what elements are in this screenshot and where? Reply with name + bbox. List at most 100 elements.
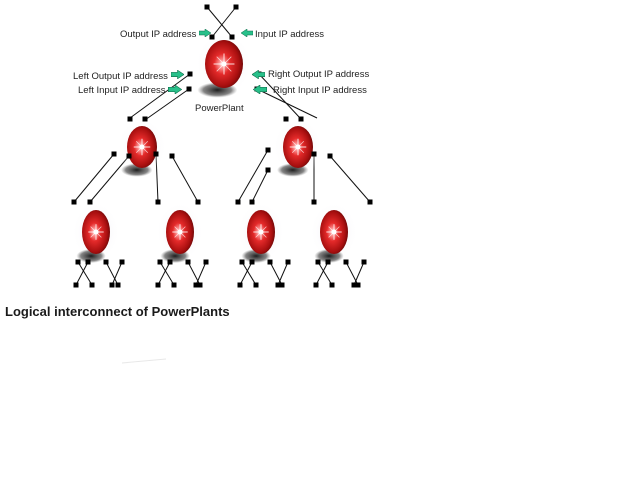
- diagram-caption: Logical interconnect of PowerPlants: [5, 304, 230, 319]
- square-port-icon: [75, 259, 81, 265]
- right-output-ip-label: Right Output IP address: [268, 69, 369, 80]
- square-port-icon: [186, 86, 192, 92]
- faint-line-mark: [121, 358, 167, 364]
- connector-line: [269, 261, 283, 286]
- square-port-icon: [87, 199, 93, 205]
- square-port-icon: [142, 116, 148, 122]
- connector-line: [329, 155, 371, 203]
- level2-powerplant-node: [117, 118, 167, 177]
- square-port-icon: [89, 282, 95, 288]
- connector-line: [75, 261, 89, 286]
- square-port-icon: [265, 167, 271, 173]
- square-port-icon: [355, 282, 361, 288]
- left-input-ip-arrow-icon: [168, 85, 182, 94]
- connector-line: [111, 261, 123, 286]
- square-port-icon: [313, 282, 319, 288]
- square-port-icon: [115, 282, 121, 288]
- square-port-icon: [155, 282, 161, 288]
- square-port-icon: [249, 259, 255, 265]
- square-port-icon: [367, 199, 373, 205]
- connector-line: [195, 261, 207, 286]
- level3-powerplant-node: [156, 202, 204, 264]
- square-port-icon: [249, 199, 255, 205]
- square-port-icon: [197, 282, 203, 288]
- square-port-icon: [265, 147, 271, 153]
- level3-powerplant-node: [72, 202, 120, 264]
- square-port-icon: [361, 259, 367, 265]
- left-output-ip-label: Left Output IP address: [73, 71, 168, 82]
- square-port-icon: [153, 151, 159, 157]
- connector-line: [159, 261, 175, 286]
- level2-powerplant-node: [273, 118, 323, 177]
- level3-powerplant-node: [310, 202, 358, 264]
- connector-line: [258, 73, 301, 119]
- connector-line: [251, 169, 269, 203]
- connector-lines: [73, 6, 371, 286]
- square-port-icon: [229, 34, 235, 40]
- square-port-icon: [239, 259, 245, 265]
- sparkle-core: [331, 229, 337, 235]
- connector-line: [77, 261, 93, 286]
- connector-line: [187, 261, 201, 286]
- square-port-icon: [209, 34, 215, 40]
- square-port-icon: [155, 199, 161, 205]
- connector-line: [73, 153, 115, 203]
- square-port-icon: [311, 151, 317, 157]
- connector-line: [317, 261, 333, 286]
- connector-line: [239, 261, 253, 286]
- square-port-icon: [343, 259, 349, 265]
- square-port-icon: [127, 116, 133, 122]
- square-port-icon: [126, 153, 132, 159]
- square-port-icon: [85, 259, 91, 265]
- level3-powerplant-node: [237, 202, 285, 264]
- square-port-icon: [73, 282, 79, 288]
- square-port-icon: [327, 153, 333, 159]
- connector-line: [353, 261, 365, 286]
- square-port-icon: [111, 151, 117, 157]
- connector-line: [144, 88, 190, 121]
- square-port-icon: [285, 259, 291, 265]
- square-port-icon: [203, 259, 209, 265]
- square-port-icon: [119, 259, 125, 265]
- connector-line: [277, 261, 289, 286]
- square-port-icon: [253, 282, 259, 288]
- square-port-icon: [204, 4, 210, 10]
- square-port-icon: [279, 282, 285, 288]
- output-ip-label: Output IP address: [120, 29, 197, 40]
- connector-line: [237, 149, 269, 203]
- sparkle-core: [221, 61, 227, 67]
- root-powerplant-node: [195, 32, 253, 98]
- input-ip-label: Input IP address: [255, 29, 324, 40]
- connector-line: [157, 261, 171, 286]
- connector-line: [256, 88, 318, 119]
- square-port-icon: [233, 4, 239, 10]
- square-port-icon: [298, 116, 304, 122]
- sparkle-core: [258, 229, 264, 235]
- square-port-icon: [235, 199, 241, 205]
- powerplant-nodes: [72, 32, 358, 264]
- square-port-icon: [195, 199, 201, 205]
- square-port-icon: [169, 153, 175, 159]
- square-port-icon: [311, 199, 317, 205]
- connector-line: [345, 261, 359, 286]
- sparkle-core: [93, 229, 99, 235]
- square-port-icon: [167, 259, 173, 265]
- connector-line: [171, 155, 199, 203]
- square-port-icon: [267, 259, 273, 265]
- connector-line: [105, 261, 119, 286]
- left-input-ip-label: Left Input IP address: [78, 85, 166, 96]
- left-output-ip-arrow-icon: [171, 70, 184, 79]
- square-port-icon: [109, 282, 115, 288]
- sparkle-core: [295, 144, 301, 150]
- sparkle-core: [139, 144, 145, 150]
- square-port-icon: [315, 259, 321, 265]
- connector-line: [241, 261, 257, 286]
- square-port-icon: [283, 116, 289, 122]
- sparkle-core: [177, 229, 183, 235]
- square-port-icon: [275, 282, 281, 288]
- square-port-icon: [193, 282, 199, 288]
- connector-line: [315, 261, 329, 286]
- connector-line: [129, 73, 191, 119]
- square-port-icon: [185, 259, 191, 265]
